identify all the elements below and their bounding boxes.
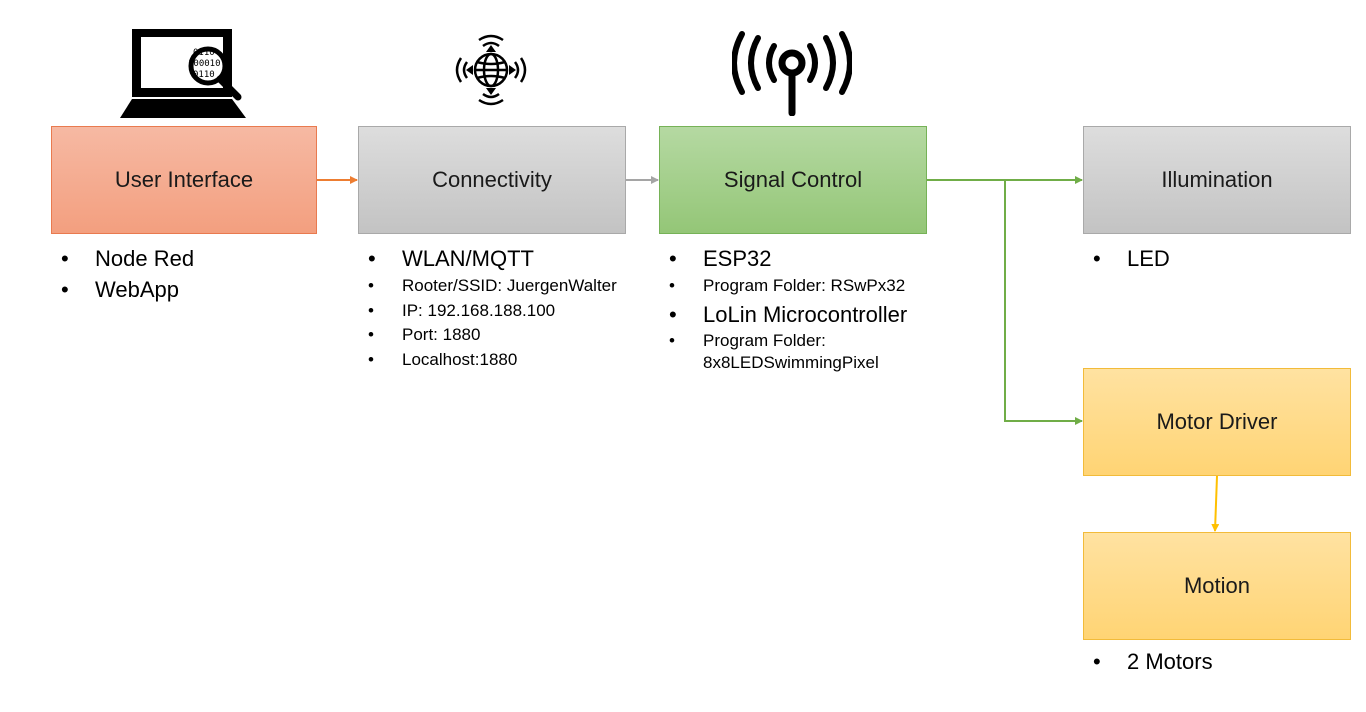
- connectivity-box: Connectivity: [358, 126, 626, 234]
- list-item: Program Folder:: [669, 330, 907, 352]
- signal-control-label: Signal Control: [723, 167, 863, 192]
- illumination-list: LED: [1093, 243, 1170, 274]
- motion-label: Motion: [1183, 573, 1251, 598]
- list-item: WLAN/MQTT: [368, 243, 617, 274]
- list-item: WebApp: [61, 274, 194, 305]
- motion-box: Motion: [1083, 532, 1351, 640]
- motor-driver-label: Motor Driver: [1156, 409, 1278, 434]
- motion-list: 2 Motors: [1093, 646, 1213, 677]
- list-item: LoLin Microcontroller: [669, 299, 907, 330]
- laptop-search-icon: 0110 100010 0110: [120, 29, 246, 118]
- illumination-box: Illumination: [1083, 126, 1351, 234]
- list-item: Program Folder: RSwPx32: [669, 274, 907, 299]
- user-interface-label: User Interface: [114, 167, 254, 192]
- list-item: 2 Motors: [1093, 646, 1213, 677]
- list-item-continuation: 8x8LEDSwimmingPixel: [703, 352, 879, 372]
- illumination-label: Illumination: [1161, 167, 1273, 192]
- list-item: IP: 192.168.188.100: [368, 299, 617, 324]
- arrow-signal-to-motor-driver: [1004, 180, 1083, 425]
- connectivity-list: WLAN/MQTT Rooter/SSID: JuergenWalter IP:…: [368, 243, 617, 372]
- globe-signal-icon: [455, 34, 527, 106]
- list-item: Rooter/SSID: JuergenWalter: [368, 274, 617, 299]
- signal-control-box: Signal Control: [659, 126, 927, 234]
- list-item: Node Red: [61, 243, 194, 274]
- list-item: Localhost:1880: [368, 348, 617, 373]
- motor-driver-box: Motor Driver: [1083, 368, 1351, 476]
- svg-text:0110 100010 0110: 0110 100010 0110: [188, 48, 226, 80]
- user-interface-box: User Interface: [51, 126, 317, 234]
- signal-control-list: ESP32 Program Folder: RSwPx32 LoLin Micr…: [669, 243, 907, 374]
- list-item: LED: [1093, 243, 1170, 274]
- list-item: Port: 1880: [368, 323, 617, 348]
- arrow-motor-driver-to-motion: [1211, 475, 1220, 532]
- antenna-signal-icon: [732, 31, 852, 116]
- list-item: ESP32: [669, 243, 907, 274]
- user-interface-list: Node Red WebApp: [61, 243, 194, 305]
- connectivity-label: Connectivity: [432, 167, 552, 192]
